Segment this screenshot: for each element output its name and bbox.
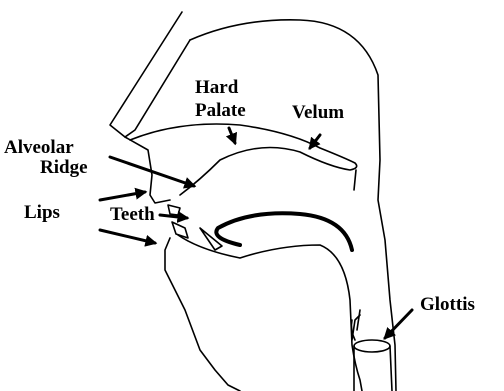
hard-palate-arrow — [229, 128, 235, 143]
lower-teeth — [172, 222, 188, 238]
teeth-arrow — [160, 215, 187, 218]
lips-lower-arrow — [100, 230, 155, 243]
epiglottis — [351, 310, 360, 340]
label-alveolar-ridge-line2: Ridge — [40, 158, 88, 178]
tongue — [216, 213, 352, 250]
label-alveolar-ridge-line1: Alveolar — [4, 138, 74, 158]
label-teeth: Teeth — [110, 205, 155, 225]
lips-upper-arrow — [100, 192, 145, 200]
palate-outline — [130, 124, 357, 195]
label-glottis: Glottis — [420, 295, 475, 315]
label-hard-palate-line1: Hard — [195, 78, 238, 98]
jaw-outline — [178, 235, 362, 391]
glottis-ring — [354, 340, 390, 352]
lower-face-outline — [165, 238, 240, 391]
label-hard-palate-line2: Palate — [195, 101, 246, 121]
glottis-arrow — [385, 310, 412, 338]
nasal-cavity-outline — [190, 20, 396, 391]
label-velum: Velum — [292, 103, 344, 123]
nose-outline — [110, 12, 190, 137]
upper-teeth — [168, 205, 180, 215]
label-lips: Lips — [24, 203, 60, 223]
